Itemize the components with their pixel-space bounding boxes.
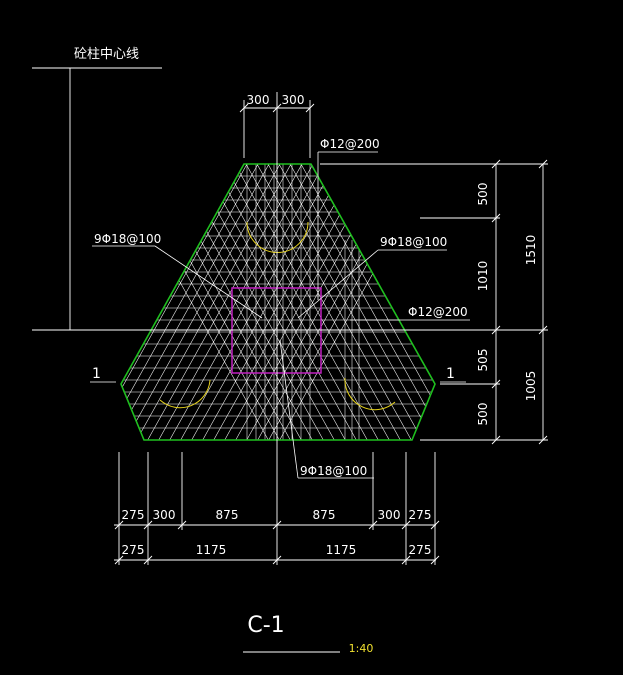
dim-right-1005: 1005 [524,371,538,402]
dim-top-left: 300 [247,93,270,107]
rebar-diagonal-right [217,164,428,440]
dim-b1-300-right: 300 [378,508,401,522]
drawing-title: C-1 [247,613,284,638]
right-bars-label: 9Φ18@100 [380,235,447,249]
dim-right-500-top: 500 [476,183,490,206]
drawing-scale: 1:40 [349,642,374,655]
rebar-diagonal-left [208,164,419,440]
dim-b1-275-right: 275 [409,508,432,522]
column-outline [231,287,322,374]
rebar-diagonal-right [250,164,435,440]
pile-arc-top [246,221,309,253]
pile-arc-left [159,379,211,409]
dim-b1-300-left: 300 [153,508,176,522]
bottom-bars-label: 9Φ18@100 [300,464,367,478]
dim-b1-875-left: 875 [216,508,239,522]
dim-right [320,159,548,445]
rebar-diagonal-left [186,164,397,440]
dim-b2-1175-right: 1175 [326,543,357,557]
rebar-diagonal-right [151,164,362,440]
rebar-diagonal-right [129,164,340,440]
pile-cap-outline [120,163,436,441]
dim-top-right: 300 [282,93,305,107]
dim-b1-875-right: 875 [313,508,336,522]
section-mark-right: 1 [446,366,455,382]
rebar-mesh [121,164,435,440]
dim-right-500-bottom: 500 [476,403,490,426]
dim-b1-275-left: 275 [122,508,145,522]
rebar-diagonal-right [206,164,417,440]
rebar-diagonal-left [219,164,430,440]
rebar-diagonal-right [228,164,435,440]
rebar-diagonal-left [131,164,342,440]
rebar-diagonal-left [121,164,309,440]
rebar-diagonal-right [184,164,395,440]
left-bars-label: 9Φ18@100 [94,232,161,246]
dim-b2-275-right: 275 [409,543,432,557]
rebar-diagonal-left [263,164,435,440]
rebar-diagonal-right [239,164,435,440]
dim-b2-275-left: 275 [122,543,145,557]
rebar-diagonal-left [121,164,298,440]
rebar-diagonal-left [175,164,386,440]
side-bars-label: Φ12@200 [408,305,468,319]
pile-arcs [159,221,396,411]
rebar-diagonal-left [241,164,435,440]
pile-center-line-label: 砼柱中心线 [74,47,139,62]
rebar-diagonal-right [121,164,329,440]
top-bars-label: Φ12@200 [320,137,380,151]
pile-arc-right [344,377,396,411]
rebar-diagonal-right [261,164,435,440]
dim-right-505: 505 [476,349,490,372]
rebar-diagonal-right [173,164,384,440]
rebar-diagonal-left [230,164,435,440]
rebar-diagonal-right [162,164,373,440]
rebar-diagonal-left [121,164,287,440]
section-mark-left: 1 [92,366,101,382]
dim-bottom [114,452,440,565]
rebar-diagonal-right [195,164,406,440]
rebar-diagonal-left [164,164,375,440]
rebar-diagonal-left [153,164,364,440]
rebar-diagonal-left [121,164,320,440]
leaders [90,151,470,479]
rebar-diagonal-left [142,164,353,440]
rebar-diagonal-right [121,164,296,440]
rebar-diagonal-right [121,164,285,440]
rebar-diagonal-right [140,164,351,440]
rebar-diagonal-left [121,164,331,440]
dim-right-1010: 1010 [476,261,490,292]
dim-b2-1175-left: 1175 [196,543,227,557]
dim-right-1510: 1510 [524,235,538,266]
dim-top [239,100,315,158]
